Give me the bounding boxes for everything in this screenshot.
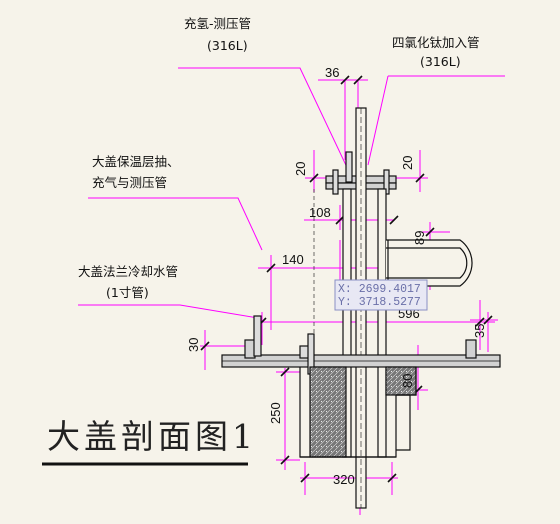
dim-80: 80	[400, 374, 415, 388]
cover-structure	[221, 107, 501, 509]
dim-89: 89	[412, 231, 427, 245]
dim-30: 30	[186, 338, 201, 352]
label-insulation-pipe-line1: 大盖保温层抽、	[92, 154, 180, 169]
dim-108: 108	[309, 205, 331, 220]
label-cooling-pipe-line2: (1寸管)	[106, 285, 149, 300]
cursor-x-readout: X: 2699.4017	[338, 283, 421, 296]
label-hydrogen-pipe-line2: (316L)	[207, 38, 248, 53]
dim-36: 36	[325, 65, 339, 80]
dim-20-left: 20	[293, 162, 308, 176]
dim-250: 250	[268, 402, 283, 424]
cursor-coordinate-tooltip: X: 2699.4017 Y: 3718.5277	[334, 279, 428, 311]
dimension-ticks	[200, 75, 493, 483]
dim-320: 320	[333, 472, 355, 487]
dim-20-right: 20	[400, 156, 415, 170]
label-insulation-pipe-line2: 充气与测压管	[92, 175, 167, 190]
dim-35: 35	[472, 324, 487, 338]
cursor-y-readout: Y: 3718.5277	[338, 296, 421, 309]
label-cooling-pipe-line1: 大盖法兰冷却水管	[78, 264, 178, 279]
label-ticl4-pipe-line1: 四氯化钛加入管	[392, 35, 480, 50]
label-ticl4-pipe-line2: (316L)	[420, 54, 461, 69]
label-hydrogen-pipe-line1: 充氢-测压管	[184, 16, 251, 31]
dim-140: 140	[282, 252, 304, 267]
drawing-title: 大盖剖面图1	[47, 417, 257, 456]
